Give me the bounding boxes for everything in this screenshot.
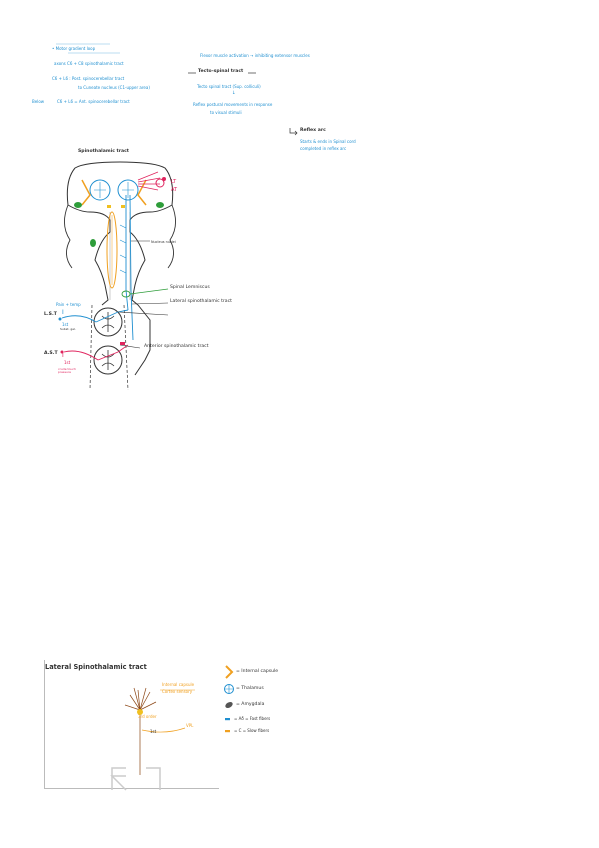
label-ast-1st: 1st (64, 360, 71, 365)
note-right-line3: Reflex postural movements in response (193, 102, 273, 107)
note-right-heading: Tecto-spinal tract (198, 69, 244, 74)
watermark-icon (110, 767, 161, 791)
note-left-line5: C6 + L6 = Ant. spinocerebellar tract (57, 99, 130, 104)
label-spinal-lemniscus: Spinal Lemniscus (170, 285, 210, 290)
bottom-cortex-label: Cortex sensory (162, 689, 193, 694)
label-roman-lt: LT (171, 179, 177, 185)
legend-item-2: = Amygdala (236, 702, 265, 707)
note-left-line1: • Motor gradient loop (52, 46, 96, 51)
label-substantia: Subst. gel. (60, 327, 76, 331)
legend-thalamus-icon (224, 684, 234, 694)
note-right-line4: to visual stimuli (210, 110, 242, 115)
bottom-internal-capsule: Internal capsule (162, 682, 195, 687)
note-left-below: Below (32, 99, 45, 104)
note-left-line3: C6 + L6 : Post. spinocerebellar tract (52, 76, 125, 81)
note-left-line2: axons C6 + C8 spinothalamic tract (54, 61, 124, 66)
svg-text:I: I (62, 352, 64, 359)
legend-slow-fiber-icon (225, 730, 230, 733)
label-roman-at: AT (171, 187, 178, 193)
legend-fast-fiber-icon (225, 718, 230, 721)
svg-text:Nucleus nuclei: Nucleus nuclei (151, 240, 176, 244)
label-crude-touch: crude touch pressure (58, 367, 76, 374)
bottom-3rd-order: 3rd order (138, 714, 157, 719)
note-right-arrow: ↓ (232, 91, 236, 96)
legend-item-0: = Internal capsule (236, 669, 279, 674)
label-ast: A.S.T (44, 351, 58, 356)
reflex-line1: Starts & ends in Spinal cord (300, 139, 356, 144)
legend-item-1: = Thalamus (236, 686, 264, 691)
reflex-heading: Reflex arc (300, 128, 326, 133)
label-lst-1st: 1st (62, 322, 69, 327)
legend-chevron-icon (225, 665, 234, 679)
reflex-arrow-icon (289, 128, 297, 134)
svg-text:I: I (62, 309, 64, 316)
diagram-title: Spinothalamic tract (78, 149, 130, 154)
note-left-line4: to Cuneate nucleus (C1-upper area) (78, 85, 150, 90)
reflex-line2: completed in reflex arc (300, 146, 347, 151)
bottom-1st: 1st (150, 729, 157, 734)
label-anterior-tract: Anterior spinothalamic tract (144, 344, 209, 349)
label-pain-temp: Pain + temp (56, 302, 81, 307)
legend-item-3: = Aδ = Fast fibers (234, 716, 271, 721)
legend-item-4: = C = Slow fibers (234, 728, 270, 733)
note-right-line1: Flexor muscle activation → inhibiting ex… (200, 53, 310, 58)
legend-amygdala-icon (225, 701, 233, 709)
note-right-line2: Tecto spinal tract (Sup. colliculi) (197, 84, 261, 89)
bottom-figure-title: Lateral Spinothalamic tract (45, 663, 147, 671)
label-lst: L.S.T (44, 312, 57, 317)
bottom-vpl: VPL (186, 723, 194, 728)
bottom-figure-frame (44, 660, 219, 789)
label-lateral-tract: Lateral spinothalamic tract (170, 299, 232, 304)
